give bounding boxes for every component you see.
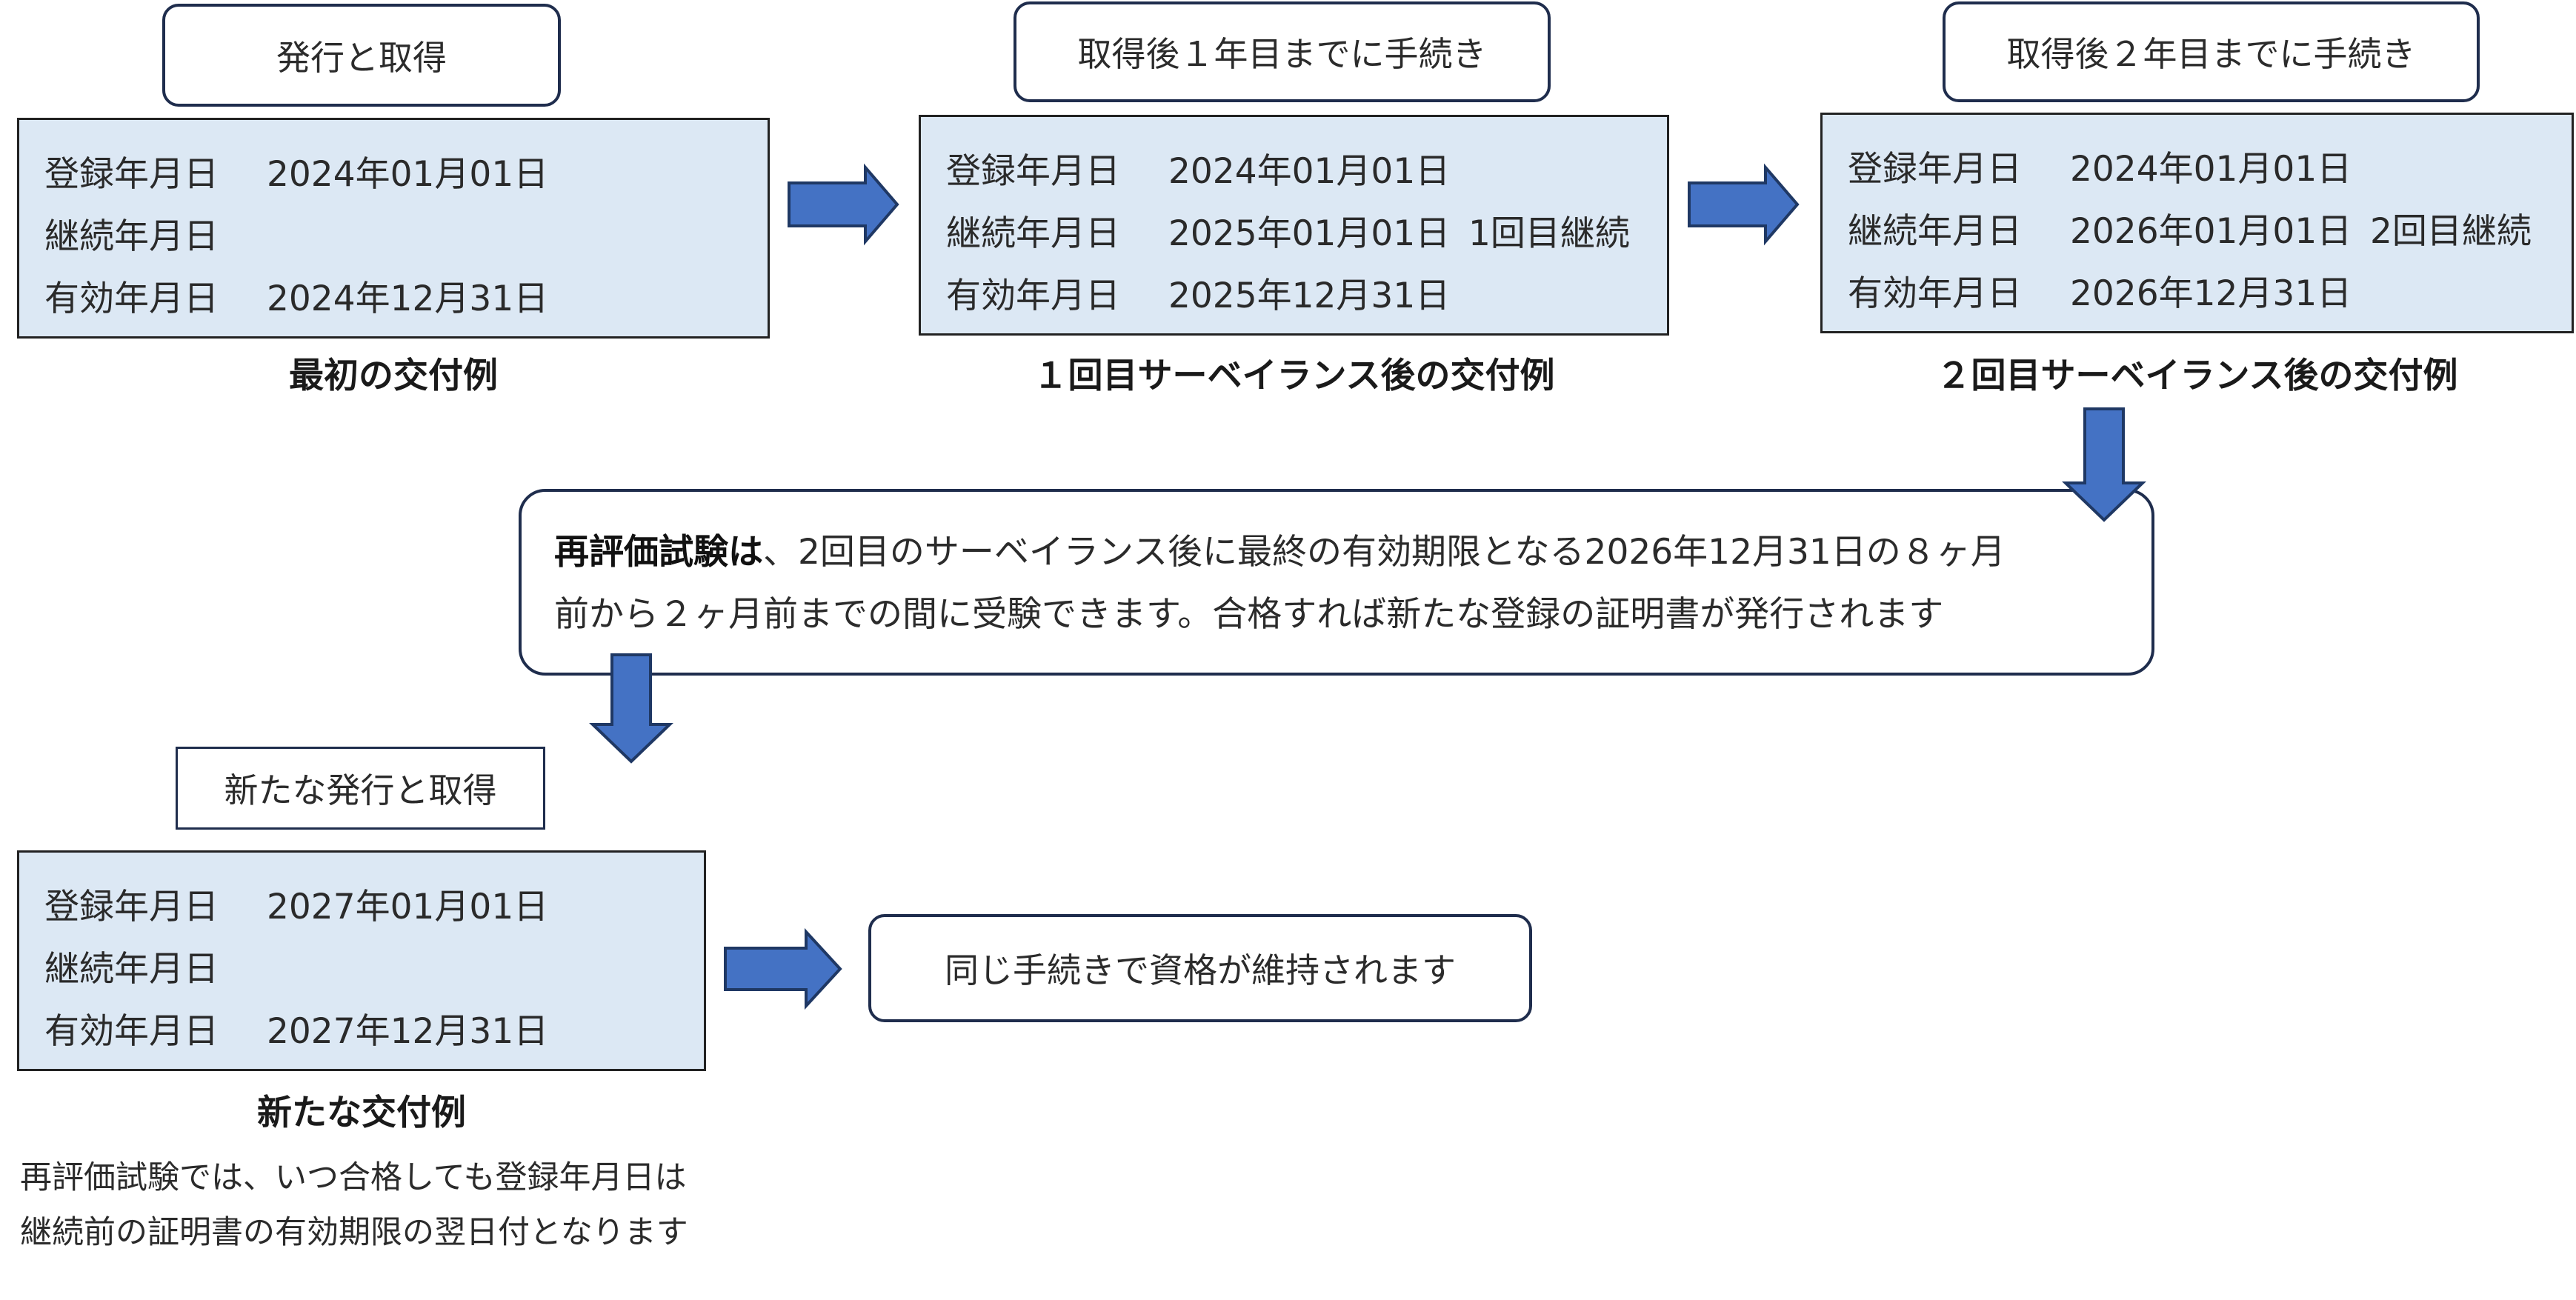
value-expiry: 2027年12月31日 bbox=[267, 1010, 549, 1052]
value-registration: 2024年01月01日 bbox=[1168, 150, 1451, 192]
label-continuation: 継続年月日 bbox=[1848, 210, 2022, 252]
caption-new: 新たな交付例 bbox=[257, 1093, 466, 1133]
footnote-line2: 継続前の証明書の有効期限の翌日付となります bbox=[20, 1214, 688, 1251]
step-renew-year2: 取得後２年目までに手続き bbox=[1943, 1, 2480, 102]
certificate-after-survey-2: 登録年月日 2024年01月01日 継続年月日 2026年01月01日 2回目継… bbox=[1820, 113, 2574, 333]
footnote-line1: 再評価試験では、いつ合格しても登録年月日は bbox=[20, 1159, 687, 1196]
label-expiry: 有効年月日 bbox=[44, 1010, 219, 1052]
value-registration: 2024年01月01日 bbox=[2070, 148, 2352, 190]
label-registration: 登録年月日 bbox=[1848, 148, 2022, 190]
reassessment-lead: 再評価試験は bbox=[554, 532, 763, 573]
arrow-down-4 bbox=[589, 653, 673, 764]
step-new-issue: 新たな発行と取得 bbox=[176, 747, 545, 830]
label-registration: 登録年月日 bbox=[44, 886, 219, 927]
value-registration: 2024年01月01日 bbox=[267, 153, 549, 195]
label-registration: 登録年月日 bbox=[44, 153, 219, 195]
caption-after-survey-2: ２回目サーベイランス後の交付例 bbox=[1936, 356, 2458, 396]
footnote: 再評価試験では、いつ合格しても登録年月日は 継続前の証明書の有効期限の翌日付とな… bbox=[20, 1150, 835, 1260]
arrow-down-3 bbox=[2062, 407, 2146, 522]
arrow-right-5 bbox=[724, 927, 842, 1010]
continuation-note: 1回目継続 bbox=[1468, 213, 1630, 254]
label-continuation: 継続年月日 bbox=[44, 216, 219, 257]
reassessment-note: 再評価試験は、2回目のサーベイランス後に最終の有効期限となる2026年12月31… bbox=[519, 489, 2154, 676]
value-continuation: 2026年01月01日 bbox=[2070, 210, 2352, 252]
step-issue: 発行と取得 bbox=[162, 4, 561, 107]
certificate-after-survey-1: 登録年月日 2024年01月01日 継続年月日 2025年01月01日 1回目継… bbox=[919, 115, 1669, 336]
label-expiry: 有効年月日 bbox=[946, 275, 1120, 316]
reassessment-line2: 前から２ヶ月前までの間に受験できます。合格すれば新たな登録の証明書が発行されます bbox=[554, 594, 1944, 635]
certificate-initial: 登録年月日 2024年01月01日 継続年月日 有効年月日 2024年12月31… bbox=[17, 118, 770, 339]
label-expiry: 有効年月日 bbox=[44, 278, 219, 319]
certificate-new: 登録年月日 2027年01月01日 継続年月日 有効年月日 2027年12月31… bbox=[17, 850, 706, 1071]
reassessment-line1: 、2回目のサーベイランス後に最終の有効期限となる2026年12月31日の８ヶ月 bbox=[763, 532, 2006, 573]
value-registration: 2027年01月01日 bbox=[267, 886, 549, 927]
value-expiry: 2026年12月31日 bbox=[2070, 273, 2352, 314]
arrow-right-2 bbox=[1688, 163, 1800, 246]
value-expiry: 2024年12月31日 bbox=[267, 278, 549, 319]
value-continuation: 2025年01月01日 bbox=[1168, 213, 1451, 254]
label-registration: 登録年月日 bbox=[946, 150, 1120, 192]
label-continuation: 継続年月日 bbox=[44, 948, 219, 990]
value-expiry: 2025年12月31日 bbox=[1168, 275, 1451, 316]
label-continuation: 継続年月日 bbox=[946, 213, 1120, 254]
step-maintain: 同じ手続きで資格が維持されます bbox=[868, 914, 1532, 1022]
label-expiry: 有効年月日 bbox=[1848, 273, 2022, 314]
step-renew-year1: 取得後１年目までに手続き bbox=[1014, 1, 1551, 102]
arrow-right-1 bbox=[788, 163, 899, 246]
caption-initial: 最初の交付例 bbox=[289, 356, 498, 396]
caption-after-survey-1: １回目サーベイランス後の交付例 bbox=[1033, 356, 1555, 396]
continuation-note: 2回目継続 bbox=[2370, 210, 2532, 252]
